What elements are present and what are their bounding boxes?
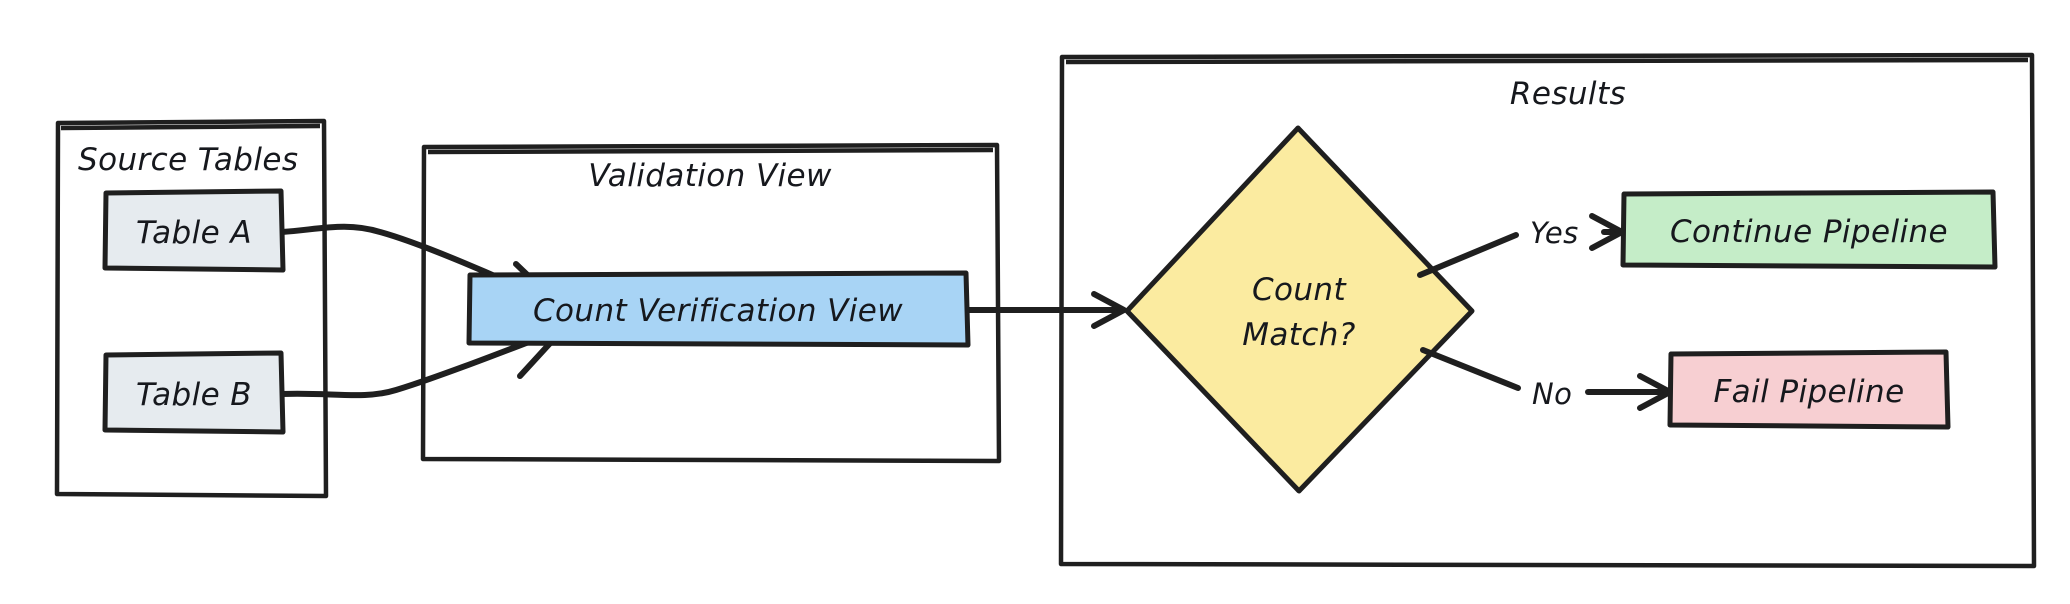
table-b-box: [102, 350, 286, 435]
source-tables-label: Source Tables: [78, 142, 298, 178]
node-table-a[interactable]: Table A: [102, 188, 286, 273]
count-match-label-line1: Count: [1252, 272, 1348, 308]
node-table-b[interactable]: Table B: [102, 350, 286, 435]
node-fail-pipeline[interactable]: Fail Pipeline: [1667, 349, 1951, 430]
edge-no-line: [1420, 347, 1521, 391]
table-a-label: Table A: [136, 215, 252, 251]
container-source-tables[interactable]: Source Tables: [54, 118, 329, 499]
edge-view-to-decision[interactable]: [965, 291, 1127, 329]
fail-pipeline-box: [1667, 349, 1951, 430]
edge-decision-yes[interactable]: Yes: [1417, 213, 1625, 278]
table-b-label: Table B: [136, 377, 252, 413]
edge-yes-label: Yes: [1530, 216, 1579, 250]
table-a-box: [102, 188, 286, 273]
edge-no-label: No: [1532, 377, 1572, 411]
node-count-verification-view[interactable]: Count Verification View: [466, 270, 971, 348]
source-tables-border-sketch: [60, 123, 321, 131]
edge-view-decision-arrowhead: [1091, 291, 1127, 329]
edge-decision-no[interactable]: No: [1420, 347, 1673, 411]
node-continue-pipeline[interactable]: Continue Pipeline: [1620, 189, 1998, 270]
continue-pipeline-box: [1620, 189, 1998, 270]
validation-view-border-sketch: [427, 147, 994, 155]
results-label: Results: [1510, 76, 1626, 112]
count-match-label-line2: Match?: [1242, 317, 1355, 353]
count-verification-view-label: Count Verification View: [533, 293, 903, 329]
continue-pipeline-label: Continue Pipeline: [1670, 214, 1948, 250]
results-border-sketch: [1065, 57, 2029, 65]
node-count-match[interactable]: Count Match?: [1124, 125, 1475, 494]
fail-pipeline-label: Fail Pipeline: [1713, 374, 1904, 410]
count-match-diamond: [1124, 125, 1475, 494]
count-verification-view-box: [466, 270, 971, 348]
edge-yes-line: [1417, 232, 1519, 278]
validation-view-label: Validation View: [588, 158, 832, 194]
